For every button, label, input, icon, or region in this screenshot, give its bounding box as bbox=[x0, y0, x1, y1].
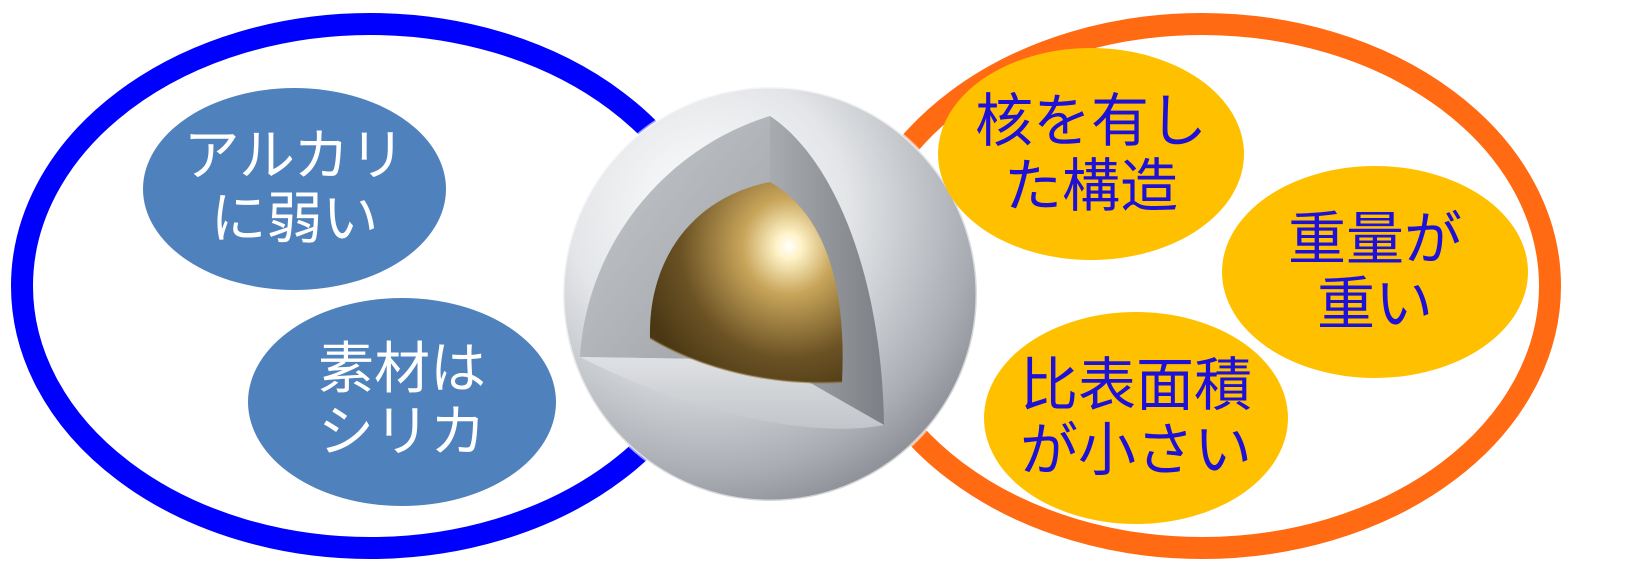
core-shell-sphere-icon bbox=[563, 87, 977, 501]
gold-core bbox=[649, 182, 843, 383]
bubble-line: 核を有し bbox=[974, 87, 1207, 156]
bubble-line: 比表面積 bbox=[1019, 351, 1252, 420]
right-bubble-core-structure: 核を有し た構造 bbox=[938, 48, 1244, 260]
bubble-line: 素材は bbox=[318, 337, 486, 403]
bubble-line: が小さい bbox=[1019, 416, 1252, 484]
right-bubble-heavy-weight: 重量が 重い bbox=[1222, 166, 1528, 378]
bubble-line: 重い bbox=[1316, 270, 1433, 338]
left-bubble-alkali-weak: アルカリ に弱い bbox=[143, 88, 446, 290]
bubble-line: アルカリ bbox=[183, 124, 406, 190]
bubble-line: シリカ bbox=[318, 400, 486, 465]
right-bubble-small-surface-area: 比表面積 が小さい bbox=[984, 312, 1288, 524]
bubble-line: 重量が bbox=[1287, 205, 1462, 274]
bubble-line: に弱い bbox=[210, 187, 379, 252]
cutaway-face-bottom bbox=[580, 357, 884, 429]
left-bubble-silica-material: 素材は シリカ bbox=[248, 298, 556, 506]
bubble-line: た構造 bbox=[1003, 152, 1178, 220]
